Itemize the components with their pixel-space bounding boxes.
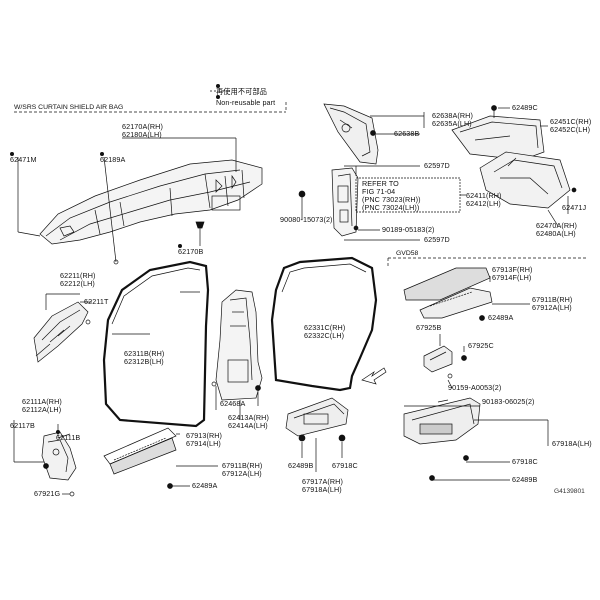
label-62189: 62189A bbox=[100, 152, 125, 164]
front-scuff-plate-drawing bbox=[103, 427, 177, 489]
label-62471j: 62471J bbox=[562, 203, 587, 212]
label-62597-top: 62597D bbox=[424, 161, 450, 170]
label-62489a-gvd58: 62489A bbox=[488, 313, 514, 322]
label-62489b-gvd58: 62489B bbox=[512, 475, 538, 484]
label-67918c-gvd58: 67918C bbox=[512, 457, 538, 466]
label-62411: 62411(RH)62412(LH) bbox=[466, 191, 502, 208]
label-62470: 62470A(RH)62480A(LH) bbox=[536, 221, 577, 238]
label-62211: 62211(RH)62212(LH) bbox=[60, 271, 96, 288]
label-67917: 67917A(RH)67918A(LH) bbox=[302, 477, 343, 494]
label-67911-gvd58: 67911B(RH)67912A(LH) bbox=[532, 295, 573, 312]
label-62597-bottom: 62597D bbox=[424, 235, 450, 244]
label-62471: 62471M bbox=[10, 152, 37, 164]
label-67921: 67921G bbox=[34, 489, 61, 498]
cowl-side-trim-drawing bbox=[41, 431, 77, 481]
label-62451: 62451C(RH)62452C(LH) bbox=[550, 117, 592, 134]
label-62111b: 62111B bbox=[56, 430, 80, 442]
label-67925b: 67925B bbox=[416, 323, 442, 332]
label-62489a-front: 62489A bbox=[192, 481, 218, 490]
roof-side-trim-drawing bbox=[39, 159, 263, 245]
label-90189: 90189-05183(2) bbox=[382, 225, 435, 234]
label-62170: 62170A(RH)62180A(LH) bbox=[122, 122, 163, 139]
label-67918c-rear-door: 67918C bbox=[332, 461, 358, 470]
curtain-section-title: W/SRS CURTAIN SHIELD AIR BAG bbox=[14, 104, 124, 111]
rear-door-scuff-drawing bbox=[285, 397, 349, 442]
label-90159: 90159-A0053(2) bbox=[448, 383, 502, 392]
label-62468: 62468A bbox=[220, 399, 246, 408]
direction-arrow bbox=[361, 367, 387, 385]
label-62413: 62413A(RH)62414A(LH) bbox=[228, 413, 269, 430]
label-67925c: 67925C bbox=[468, 341, 494, 350]
front-pillar-garnish-drawing bbox=[33, 301, 91, 363]
label-90080: 90080-15073(2) bbox=[280, 215, 333, 224]
label-62489b-rear-door: 62489B bbox=[288, 461, 314, 470]
label-62111: 62111A(RH)62112A(LH) bbox=[22, 397, 62, 414]
label-90183: 90183-06025(2) bbox=[482, 397, 535, 406]
label-62211t: 62211T bbox=[84, 297, 109, 306]
label-67913-gvd58: 67913F(RH)67914F(LH) bbox=[492, 265, 533, 282]
label-62117: 62117B bbox=[10, 421, 35, 430]
figure-code: G4139801 bbox=[554, 488, 585, 495]
label-62311: 62311B(RH)62312B(LH) bbox=[124, 349, 165, 366]
label-62170b: 62170B bbox=[178, 244, 203, 256]
label-62638b: 62638B bbox=[394, 129, 420, 138]
gvd58-rear-scuff-drawing bbox=[403, 397, 481, 481]
front-door-opening-trim-drawing bbox=[102, 260, 210, 428]
bracket-drawing bbox=[423, 345, 467, 379]
label-62331: 62331C(RH)62332C(LH) bbox=[304, 323, 346, 340]
center-pillar-upper-garnish-drawing bbox=[331, 167, 359, 237]
label-67913-front: 67913(RH)67914(LH) bbox=[186, 431, 223, 448]
lower-rear-garnish-drawing bbox=[479, 151, 577, 209]
label-67918a: 67918A(LH) bbox=[552, 439, 592, 448]
legend-en: Non-reusable part bbox=[216, 95, 275, 107]
label-67911-front: 67911B(RH)67912A(LH) bbox=[222, 461, 263, 478]
legend-jp: 再使用不可部品 bbox=[216, 84, 267, 96]
rear-door-opening-trim-drawing bbox=[270, 256, 378, 392]
variant-section-title: GVD58 bbox=[396, 250, 419, 257]
label-62489c: 62489C bbox=[512, 103, 538, 112]
label-62638: 62638A(RH)62635A(LH) bbox=[432, 111, 473, 128]
rear-upper-garnish-drawing bbox=[451, 105, 545, 161]
center-pillar-lower-garnish-drawing bbox=[211, 289, 263, 401]
upper-pillar-garnish-drawing bbox=[323, 103, 379, 165]
gvd58-front-scuff-drawing bbox=[403, 267, 493, 321]
